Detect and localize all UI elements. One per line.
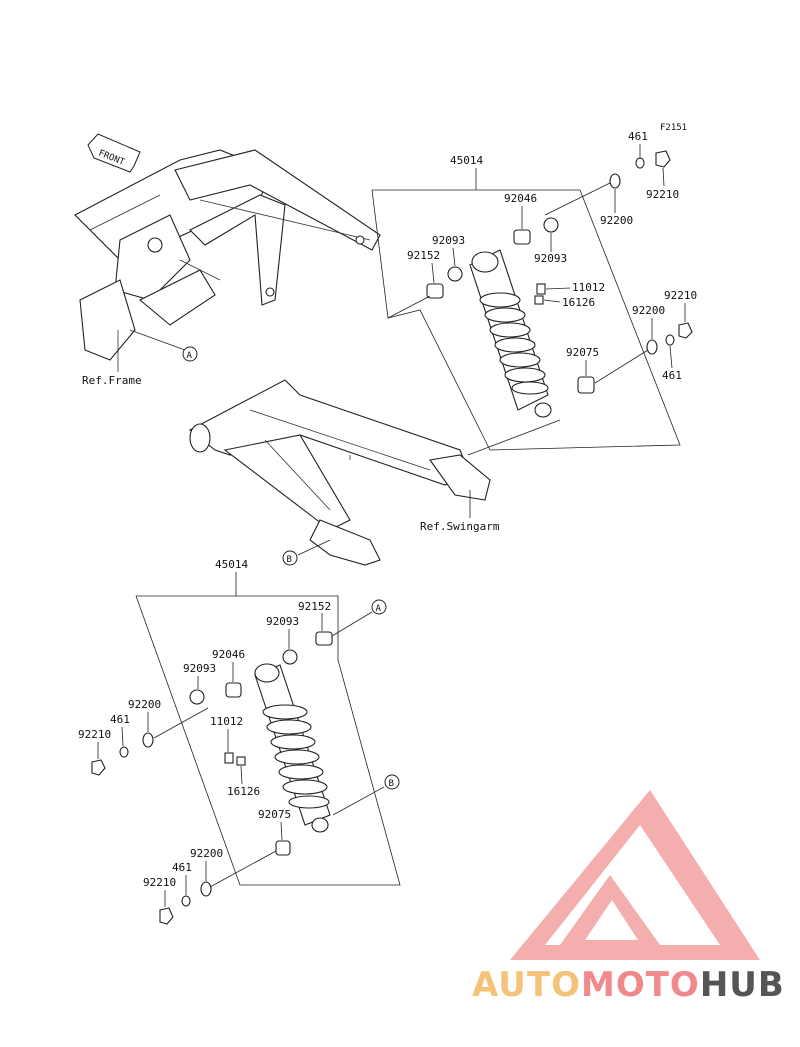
lower-bushing-92075: [275, 840, 291, 856]
upper-washer-92200: [609, 173, 621, 189]
upper-shock-absorber: [469, 249, 552, 418]
lower-washer-92200b: [200, 881, 212, 897]
upper-label-11012: 11012: [572, 281, 605, 294]
callout-a-lower: A: [371, 599, 387, 615]
watermark-part-1: AUTO: [472, 965, 581, 1005]
lower-seal-92093a: [282, 649, 298, 665]
lower-collar-92152: [315, 631, 333, 646]
upper-washer-461b: [665, 334, 675, 346]
upper-label-92152: 92152: [407, 249, 440, 262]
lower-label-16126: 16126: [227, 785, 260, 798]
lower-label-92210: 92210: [78, 728, 111, 741]
lower-fitting-16126: [236, 756, 246, 766]
lower-label-92093a: 92093: [266, 615, 299, 628]
upper-assembly-frame: [371, 189, 681, 451]
frame-drawing: [74, 149, 381, 372]
upper-label-92200: 92200: [600, 214, 633, 227]
callout-b-lower-text: B: [389, 779, 394, 789]
lower-label-11012: 11012: [210, 715, 243, 728]
callout-b-lower: B: [384, 774, 400, 790]
upper-label-16126: 16126: [562, 296, 595, 309]
upper-label-92093b: 92093: [534, 252, 567, 265]
upper-assembly-label: 45014: [450, 154, 483, 167]
upper-nut-92210b: [678, 322, 693, 339]
diagram-id: F2151: [660, 123, 687, 133]
watermark-part-3: HUB: [700, 965, 785, 1005]
upper-label-92046: 92046: [504, 192, 537, 205]
lower-assembly-label: 45014: [215, 558, 248, 571]
lower-label-92046: 92046: [212, 648, 245, 661]
lower-seal-92093b: [189, 689, 205, 705]
lower-label-461: 461: [110, 713, 130, 726]
upper-seal-92093a: [447, 266, 463, 282]
ref-frame-label: Ref.Frame: [82, 374, 142, 387]
upper-bushing-92046: [513, 229, 531, 245]
watermark-logo-icon: [510, 790, 760, 960]
upper-washer-92200b: [646, 339, 658, 355]
lower-washer-461: [119, 746, 129, 758]
upper-label-461b: 461: [662, 369, 682, 382]
upper-bolt-11012: [536, 283, 546, 295]
upper-label-92093a: 92093: [432, 234, 465, 247]
callout-b-text: B: [287, 555, 292, 565]
lower-label-92093b: 92093: [183, 662, 216, 675]
front-arrow-icon: FRONT: [87, 133, 141, 173]
watermark-text: AUTOMOTOHUB: [472, 965, 785, 1005]
upper-bushing-92075: [577, 376, 595, 394]
lower-shock-absorber: [254, 663, 331, 833]
lower-washer-461b: [181, 895, 191, 907]
lower-label-92200: 92200: [128, 698, 161, 711]
callout-a-text: A: [187, 351, 193, 361]
upper-collar-92152: [426, 283, 444, 299]
lower-nut-92210b: [159, 907, 174, 925]
upper-label-461: 461: [628, 130, 648, 143]
upper-nut-92210: [655, 150, 671, 168]
lower-washer-92200: [142, 732, 154, 748]
upper-label-92200b: 92200: [632, 304, 665, 317]
upper-washer-461: [635, 157, 645, 169]
lower-label-92210b: 92210: [143, 876, 176, 889]
callout-a-upper: A: [182, 346, 198, 362]
watermark-part-2: MOTO: [581, 965, 700, 1005]
lower-label-92200b: 92200: [190, 847, 223, 860]
upper-label-92210: 92210: [646, 188, 679, 201]
lower-label-461b: 461: [172, 861, 192, 874]
upper-seal-92093b: [543, 217, 559, 233]
lower-bushing-92046: [225, 682, 242, 698]
callout-a-lower-text: A: [376, 604, 382, 614]
upper-fitting-16126: [534, 295, 544, 305]
ref-swingarm-label: Ref.Swingarm: [420, 520, 500, 533]
upper-label-92210b: 92210: [664, 289, 697, 302]
lower-label-92152: 92152: [298, 600, 331, 613]
swingarm-drawing: [189, 379, 561, 566]
lower-assembly-frame: [135, 595, 401, 886]
upper-label-92075: 92075: [566, 346, 599, 359]
lower-nut-92210: [91, 759, 106, 776]
lower-label-92075: 92075: [258, 808, 291, 821]
callout-b-upper: B: [282, 550, 298, 566]
lower-bolt-11012: [224, 752, 234, 764]
